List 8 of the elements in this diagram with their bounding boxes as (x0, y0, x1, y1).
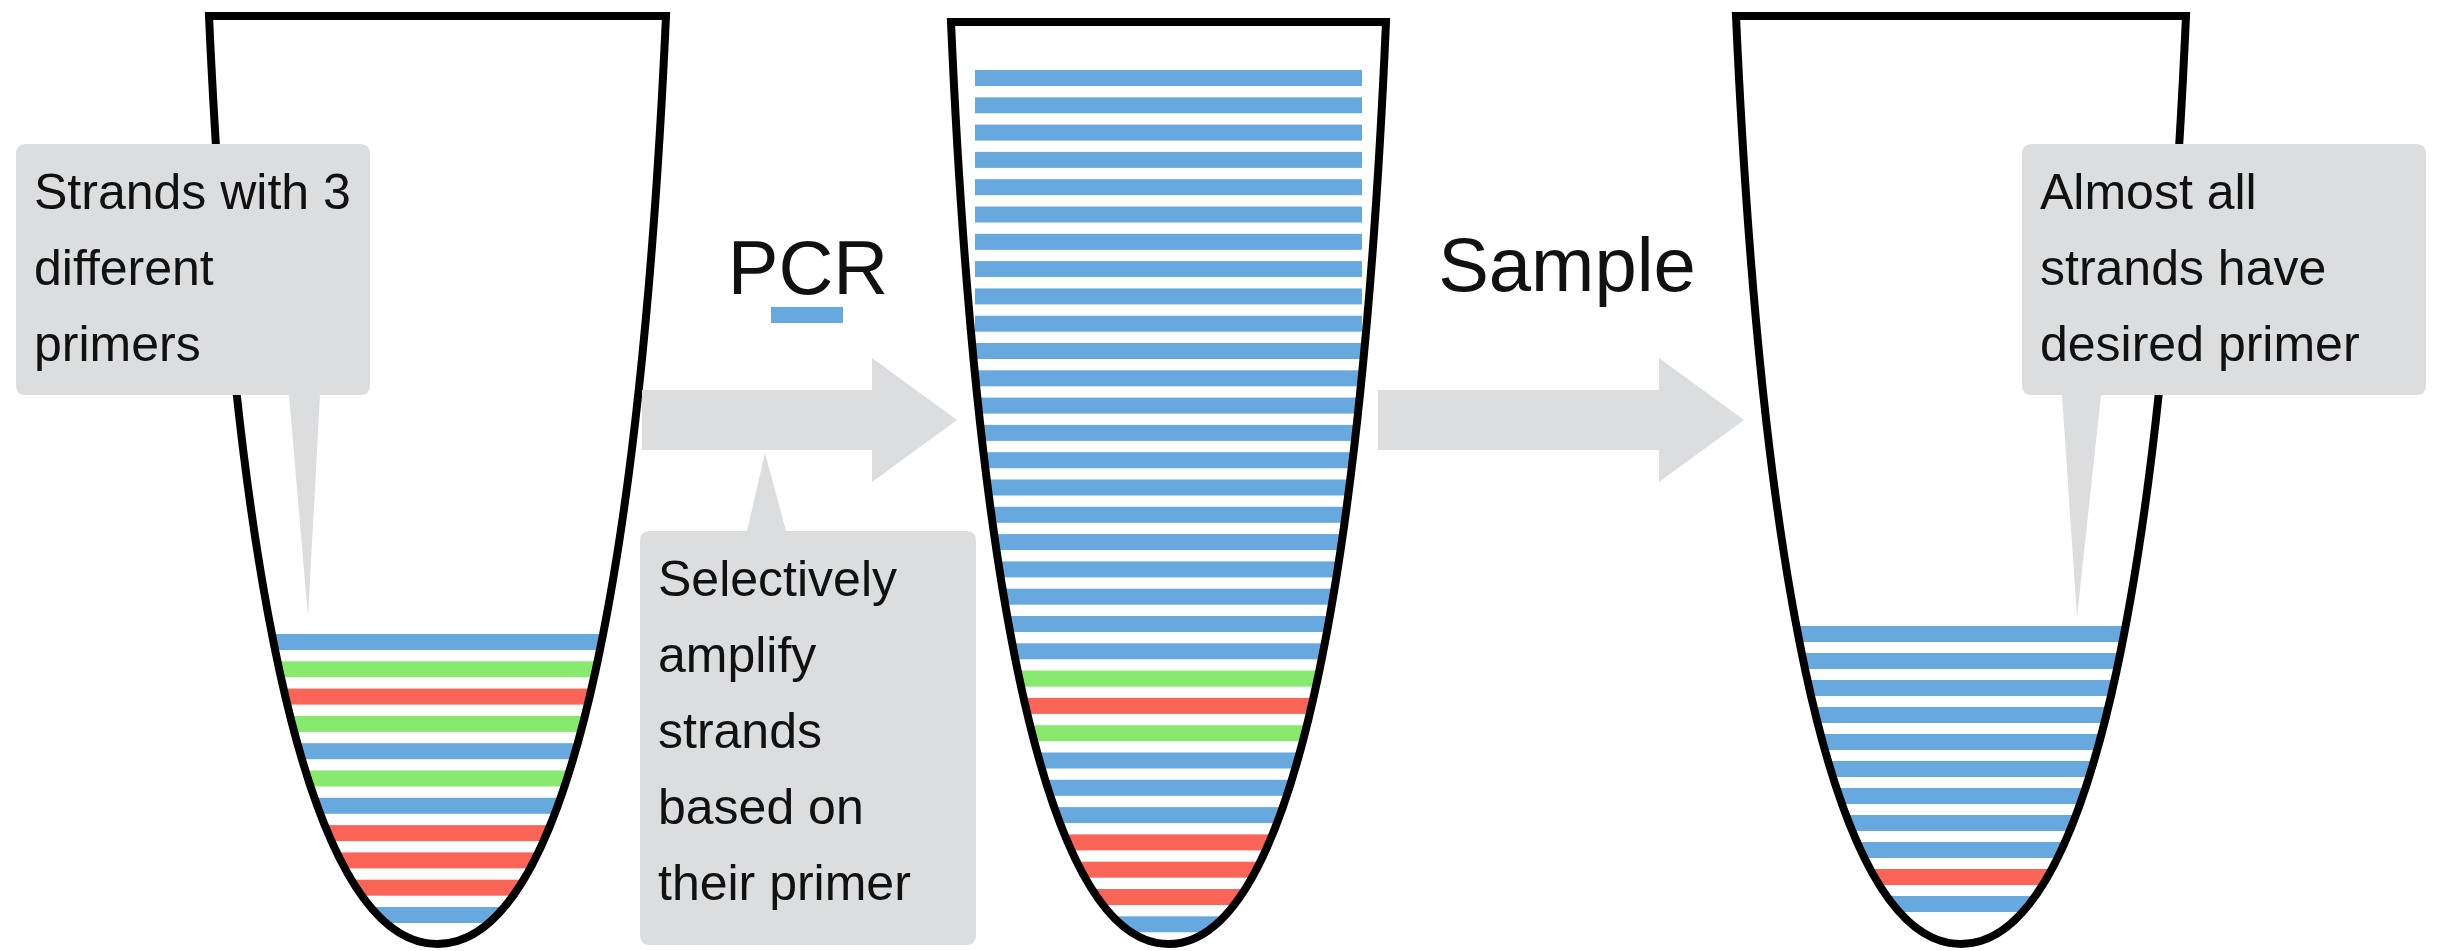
edge-label: PCR (727, 230, 889, 306)
callout-bubble (640, 453, 976, 945)
block-arrow (1378, 358, 1744, 482)
callout-text: Strands with 3 different primers (34, 163, 352, 374)
block-arrow (642, 358, 957, 482)
test-tube-drawing (947, 18, 1390, 948)
callout-text: Selectively amplify strands based on their primer (658, 550, 912, 913)
callout-text: Almost all strands have desired primer (2040, 163, 2361, 374)
